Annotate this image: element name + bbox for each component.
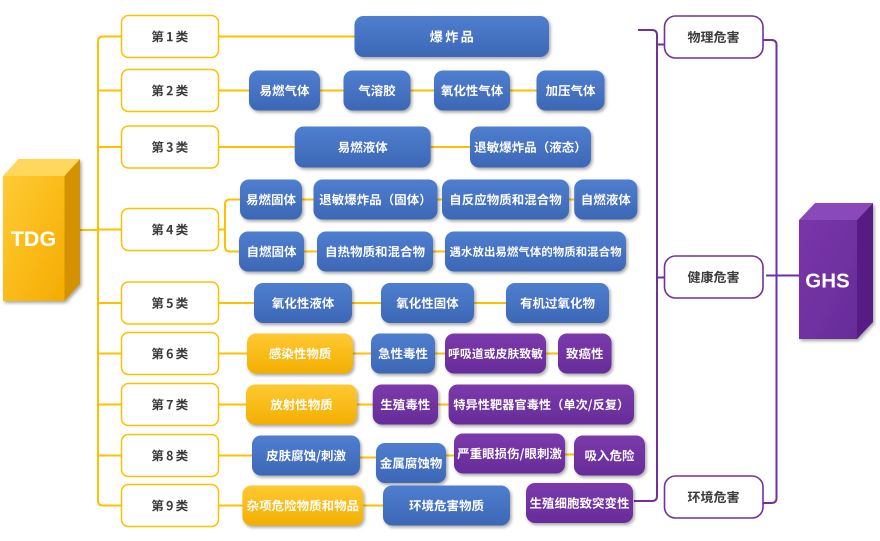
svg-text:GHS: GHS	[805, 270, 849, 293]
svg-text:TDG: TDG	[11, 227, 56, 251]
